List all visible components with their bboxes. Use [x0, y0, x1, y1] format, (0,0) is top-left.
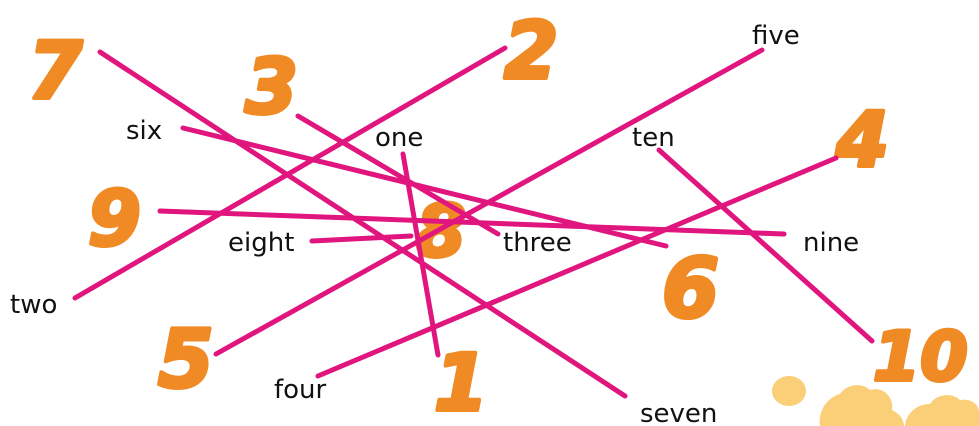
- blob-large: [905, 395, 979, 426]
- number-4: 4: [835, 95, 889, 184]
- number-7: 7: [28, 27, 83, 117]
- word-six: six: [126, 116, 162, 146]
- line-four-to-4: [318, 158, 836, 376]
- number-2: 2: [504, 7, 558, 97]
- number-1: 1: [434, 339, 488, 426]
- word-four: four: [274, 375, 327, 405]
- word-seven: seven: [640, 399, 717, 426]
- line-eight-to-8: [312, 236, 411, 241]
- word-two: two: [10, 290, 57, 320]
- number-3: 3: [245, 42, 298, 131]
- word-five: five: [752, 21, 800, 51]
- number-10: 10: [873, 318, 968, 397]
- word-nine: nine: [803, 228, 859, 258]
- number-6: 6: [662, 242, 719, 337]
- numbers-group: 7 3 2 4 9 8 6 5 1 10: [28, 7, 968, 426]
- number-9: 9: [88, 174, 141, 263]
- number-5: 5: [158, 313, 214, 406]
- word-eight: eight: [228, 228, 294, 258]
- word-one: one: [375, 123, 423, 153]
- word-three: three: [503, 228, 572, 258]
- word-ten: ten: [632, 123, 675, 153]
- blob-small: [772, 376, 806, 406]
